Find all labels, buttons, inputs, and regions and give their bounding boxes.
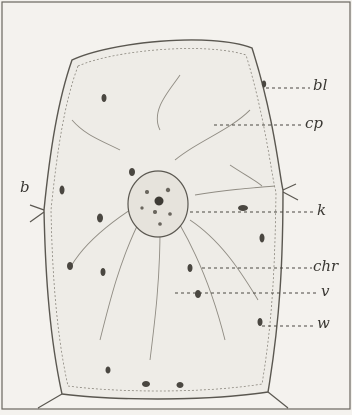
wall-fragment-bottom-left — [38, 394, 62, 408]
wall-fragment-left — [30, 205, 44, 222]
nucleolus — [155, 197, 164, 206]
label-cp: cp — [305, 116, 323, 131]
label-b: b — [20, 180, 30, 195]
wall-fragment-right — [283, 184, 298, 200]
label-v: v — [321, 284, 329, 299]
label-chr: chr — [313, 259, 338, 274]
wall-fragment-bottom-right — [268, 392, 288, 408]
label-w: w — [317, 316, 330, 331]
label-bl: bl — [313, 78, 327, 93]
label-k: k — [317, 203, 326, 218]
